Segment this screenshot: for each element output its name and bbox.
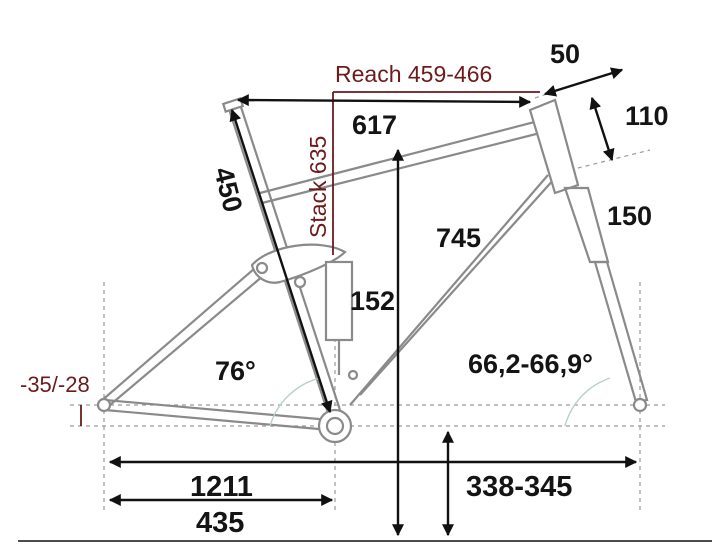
top-tube-upper bbox=[259, 116, 551, 195]
dimension-labels: Reach 459-466 Stack 635 617 450 50 110 1… bbox=[20, 39, 669, 539]
chainstay-upper bbox=[104, 398, 331, 422]
fork-upper bbox=[563, 186, 610, 264]
dimension-lines bbox=[108, 67, 638, 537]
bike-frame bbox=[96, 97, 649, 444]
front-center-label: 338-345 bbox=[466, 471, 572, 503]
wheelbase-label: 1211 bbox=[190, 471, 253, 503]
stem-length-label: 50 bbox=[550, 39, 580, 69]
down-tube-lower bbox=[349, 174, 549, 406]
head-angle-label: 66,2-66,9° bbox=[468, 349, 593, 379]
bb-height-label: 152 bbox=[350, 286, 395, 316]
chainstay-lower bbox=[104, 408, 331, 432]
chainstay-label: 435 bbox=[196, 507, 244, 539]
fork-leg bbox=[593, 260, 649, 404]
seat-angle-label: 76° bbox=[215, 356, 256, 386]
rear-shock-body bbox=[324, 260, 354, 342]
front-axle bbox=[632, 397, 648, 413]
spacer-height-label: 110 bbox=[625, 101, 669, 131]
stem-dimension bbox=[543, 67, 624, 97]
red-dimension-lines bbox=[80, 91, 540, 426]
bb-drop-label: -35/-28 bbox=[20, 372, 90, 397]
seat-tube-dimension bbox=[229, 108, 333, 414]
reach-label: Reach 459-466 bbox=[335, 61, 492, 87]
rear-axle bbox=[96, 397, 112, 413]
rocker-pivot-rear bbox=[255, 261, 269, 275]
head-tube bbox=[528, 98, 580, 195]
rocker-pivot-main bbox=[293, 275, 307, 289]
top-tube-dimension bbox=[236, 94, 532, 108]
down-tube-label: 745 bbox=[436, 223, 481, 253]
top-tube-label: 617 bbox=[352, 110, 397, 140]
spacer-dimension bbox=[589, 96, 615, 162]
shock-mount bbox=[347, 369, 359, 381]
head-angle-arc bbox=[564, 377, 611, 427]
head-tube-label: 150 bbox=[607, 201, 652, 231]
bottom-bracket-inner bbox=[325, 416, 345, 436]
seat-tube-label: 450 bbox=[208, 164, 248, 215]
stack-label: Stack 635 bbox=[305, 136, 331, 238]
